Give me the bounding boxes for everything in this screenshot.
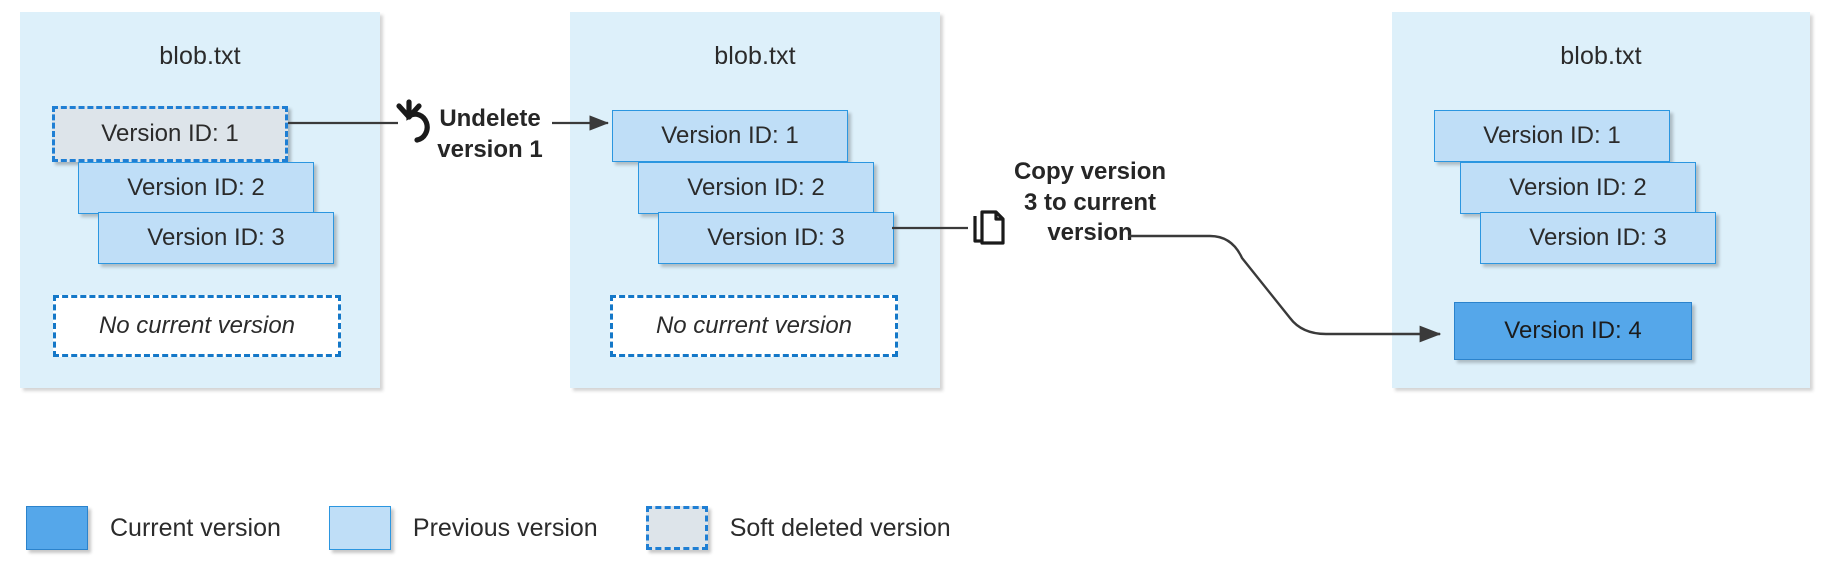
legend-label-previous: Previous version bbox=[412, 513, 598, 542]
panel-after-undelete: blob.txt Version ID: 1 Version ID: 2 Ver… bbox=[570, 12, 940, 388]
legend-label-soft-deleted: Soft deleted version bbox=[729, 513, 951, 542]
version-box-3[interactable]: Version ID: 3 bbox=[1480, 212, 1716, 264]
copy-annotation-line2: 3 to current bbox=[1023, 188, 1157, 216]
version-box-label: Version ID: 2 bbox=[127, 174, 265, 201]
version-box-label: Version ID: 3 bbox=[147, 224, 285, 251]
copy-annotation-line1: Copy version bbox=[1013, 158, 1167, 185]
legend-current-version: Current version bbox=[26, 506, 281, 550]
version-box-label: Version ID: 2 bbox=[1509, 174, 1647, 201]
version-box-2[interactable]: Version ID: 2 bbox=[78, 162, 314, 214]
no-current-version-label: No current version bbox=[655, 312, 853, 339]
legend-swatch-current bbox=[26, 506, 88, 550]
version-box-2[interactable]: Version ID: 2 bbox=[1460, 162, 1696, 214]
copy-annotation-line3: version bbox=[1047, 219, 1133, 247]
legend: Current version Previous version Soft de… bbox=[26, 500, 999, 556]
legend-previous-version: Previous version bbox=[328, 506, 598, 550]
version-box-1-soft-deleted[interactable]: Version ID: 1 bbox=[52, 106, 288, 162]
no-current-version-placeholder: No current version bbox=[53, 295, 341, 357]
undelete-annotation-line2: version 1 bbox=[437, 135, 543, 163]
undelete-annotation-label: Undelete version 1 bbox=[430, 104, 550, 165]
version-box-label: Version ID: 1 bbox=[661, 122, 799, 149]
undo-arrow-icon bbox=[396, 99, 430, 143]
version-box-1[interactable]: Version ID: 1 bbox=[1434, 110, 1670, 162]
legend-label-current: Current version bbox=[110, 513, 281, 542]
version-box-label: Version ID: 4 bbox=[1504, 317, 1642, 344]
undelete-annotation-line1: Undelete bbox=[439, 105, 541, 132]
no-current-version-placeholder: No current version bbox=[610, 295, 898, 357]
panel-initial: blob.txt Version ID: 1 Version ID: 2 Ver… bbox=[20, 12, 380, 388]
version-box-label: Version ID: 3 bbox=[707, 224, 845, 251]
copy-annotation-label: Copy version 3 to current version bbox=[1012, 157, 1168, 249]
legend-swatch-soft-deleted bbox=[645, 506, 708, 550]
version-box-4-current[interactable]: Version ID: 4 bbox=[1454, 302, 1692, 360]
version-box-label: Version ID: 1 bbox=[101, 120, 239, 147]
version-box-label: Version ID: 3 bbox=[1529, 224, 1667, 251]
version-box-label: Version ID: 2 bbox=[687, 174, 825, 201]
legend-soft-deleted-version: Soft deleted version bbox=[645, 506, 951, 550]
legend-swatch-previous bbox=[328, 506, 391, 550]
panel-after-undelete-title: blob.txt bbox=[714, 42, 796, 70]
no-current-version-label: No current version bbox=[98, 312, 296, 339]
version-box-3[interactable]: Version ID: 3 bbox=[658, 212, 894, 264]
panel-initial-title: blob.txt bbox=[159, 42, 241, 70]
copy-pages-icon bbox=[973, 210, 1005, 245]
version-box-label: Version ID: 1 bbox=[1483, 122, 1621, 149]
panel-after-copy: blob.txt Version ID: 1 Version ID: 2 Ver… bbox=[1392, 12, 1810, 388]
version-box-1[interactable]: Version ID: 1 bbox=[612, 110, 848, 162]
version-box-2[interactable]: Version ID: 2 bbox=[638, 162, 874, 214]
panel-after-copy-title: blob.txt bbox=[1560, 42, 1642, 70]
version-box-3[interactable]: Version ID: 3 bbox=[98, 212, 334, 264]
